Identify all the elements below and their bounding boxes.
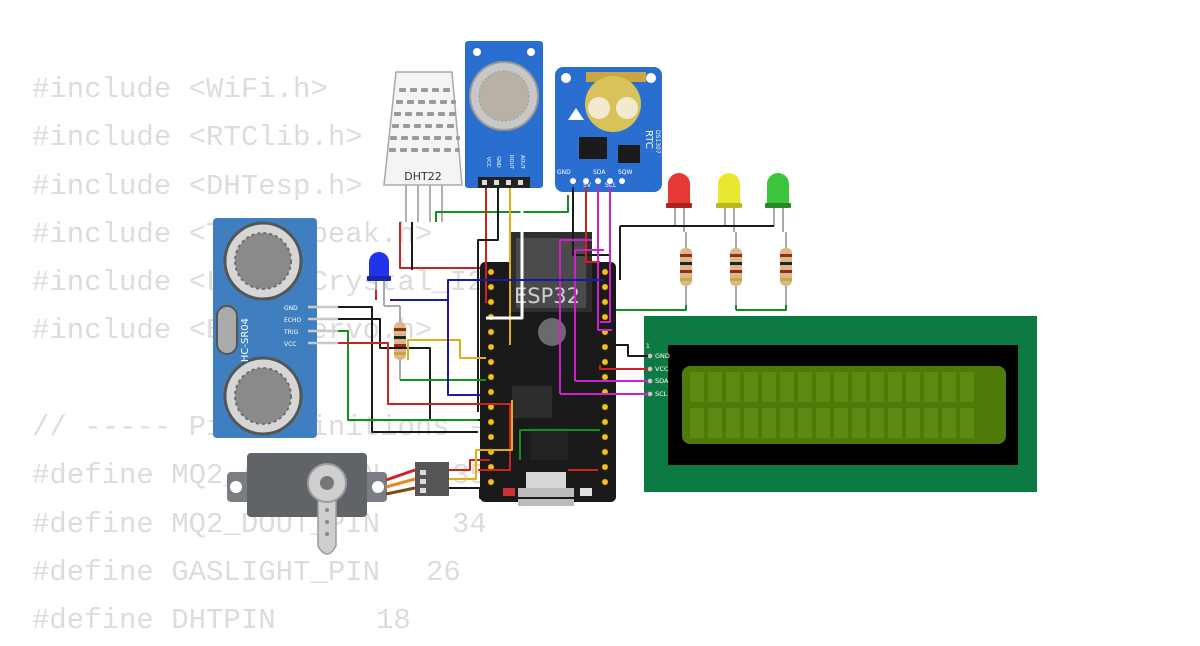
ultrasonic-label: HC-SR04 xyxy=(240,318,251,362)
mq2-pin-label: DOUT xyxy=(508,155,514,170)
rtc-chip-label: DS1307 xyxy=(654,130,661,154)
ultrasonic-pin-label: TRIG xyxy=(283,329,299,336)
lcd-display[interactable]: 1 GND VCC SDA SCL xyxy=(644,316,1037,492)
led-bulb-blue xyxy=(369,252,389,278)
code-text: #include <RTClib.h> xyxy=(32,121,363,155)
esp32-label: ESP32 xyxy=(514,284,580,308)
ultrasonic-pin-label: ECHO xyxy=(284,317,301,324)
ultrasonic-pin-label: VCC xyxy=(284,341,296,348)
mq2-pin-label: GND xyxy=(495,156,501,168)
resistor[interactable] xyxy=(780,232,792,305)
dht22-sensor[interactable]: DHT22 xyxy=(383,71,463,222)
ultrasonic-pin-label: GND xyxy=(284,305,298,312)
mq2-pin-label: VCC xyxy=(485,157,491,168)
lcd-pin-number: 1 xyxy=(646,343,650,350)
lcd-pin-label: SCL xyxy=(655,390,668,398)
led-bulb-red xyxy=(668,173,690,205)
ultrasonic-sensor[interactable]: HC-SR04 GND ECHO TRIG VCC xyxy=(213,218,338,438)
lcd-pin-label: SDA xyxy=(655,377,669,385)
resistor[interactable] xyxy=(730,232,742,305)
wires xyxy=(338,187,787,499)
rtc-title: RTC xyxy=(643,130,654,149)
code-line: #include <DHTesp.h> xyxy=(32,163,554,211)
rtc-pin-label: SCL xyxy=(605,182,617,189)
led-bulb-green xyxy=(767,173,789,205)
rtc-pin-label: SQW xyxy=(618,169,633,176)
led-yellow[interactable] xyxy=(716,173,742,232)
servo-motor[interactable] xyxy=(227,453,449,555)
rtc-pin-label: GND xyxy=(557,169,571,176)
esp32-board[interactable]: ESP32 xyxy=(480,232,616,506)
code-line: #define GASLIGHT_PIN 26 xyxy=(32,549,554,597)
mq2-pin-label: AOUT xyxy=(519,155,525,170)
code-text: #define GASLIGHT_PIN xyxy=(32,555,381,589)
pin-value: 26 xyxy=(426,555,461,589)
code-text: #include <WiFi.h> xyxy=(32,73,328,106)
resistor[interactable] xyxy=(680,232,692,305)
dht22-label: DHT22 xyxy=(404,170,441,183)
lcd-pin-label: VCC xyxy=(655,365,669,373)
mq2-gas-sensor[interactable]: VCC GND DOUT AOUT xyxy=(465,41,543,188)
led-blue[interactable] xyxy=(367,252,391,306)
led-green[interactable] xyxy=(765,173,791,232)
led-bulb-yellow xyxy=(718,173,740,205)
circuit-diagram: DHT22 VCC GND DOUT AOUT RTC xyxy=(213,41,1037,555)
rtc-module[interactable]: RTC DS1307 GND 5V SDA SCL SQW xyxy=(555,67,662,192)
lcd-pin-label: GND xyxy=(655,352,670,360)
resistor[interactable] xyxy=(394,306,406,380)
code-text: #include <DHTesp.h> xyxy=(32,169,363,203)
code-line: #include <WiFi.h> xyxy=(32,66,554,114)
code-line: #include <RTClib.h> xyxy=(32,114,554,162)
rtc-pin-label: SDA xyxy=(593,169,606,176)
rtc-pin-label: 5V xyxy=(583,182,592,189)
pin-value: 34 xyxy=(452,507,487,541)
led-red[interactable] xyxy=(666,173,692,232)
